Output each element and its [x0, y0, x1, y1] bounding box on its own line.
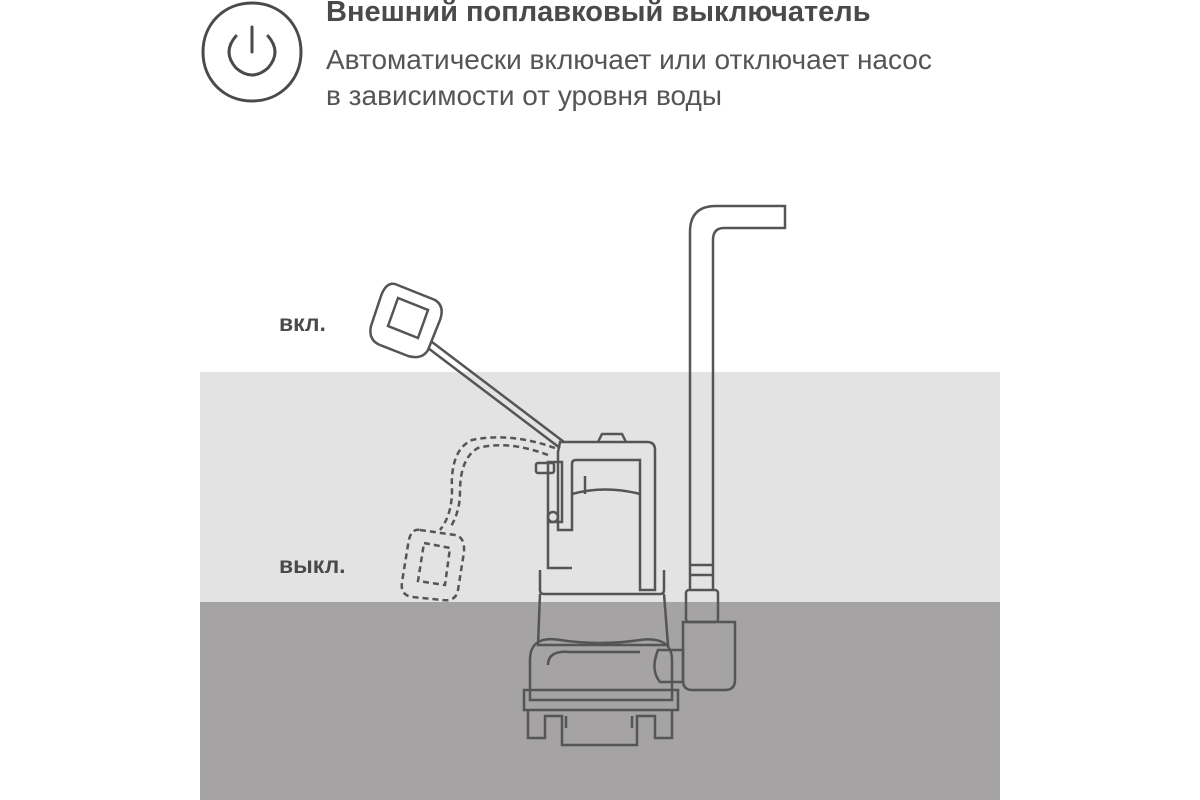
- header: Внешний поплавковый выключатель Автомати…: [200, 0, 1000, 111]
- pump-body: [522, 432, 680, 747]
- float-switch-off: [400, 436, 556, 602]
- page-description: Автоматически включает или отключает нас…: [326, 44, 932, 111]
- power-icon: [201, 1, 303, 103]
- float-switch-on: [369, 282, 565, 449]
- upper-water-zone: [200, 372, 1000, 602]
- page-title: Внешний поплавковый выключатель: [326, 0, 871, 28]
- level-on-label: вкл.: [279, 310, 326, 336]
- level-off-label: выкл.: [279, 552, 346, 578]
- outlet-pipe: [653, 204, 787, 692]
